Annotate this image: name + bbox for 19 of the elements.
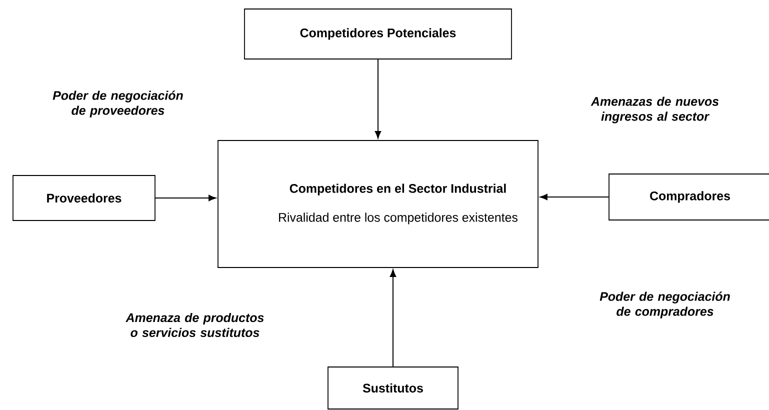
node-label: Compradores [650, 191, 730, 203]
node-label: Rivalidad entre los competidores existentes [279, 212, 518, 224]
arrow [154, 194, 216, 202]
force-label: Poder de negociación de proveedores [52, 90, 183, 118]
arrow [390, 269, 396, 368]
arrow [374, 58, 382, 139]
node-label: Competidores en el Sector Industrial [290, 184, 506, 196]
node-label: Sustitutos [362, 383, 423, 393]
force-box [244, 8, 512, 60]
main-box [218, 140, 538, 268]
force-box [12, 175, 156, 221]
arrow [540, 194, 610, 200]
force-label: Poder de negociación de compradores [600, 292, 730, 318]
node-label: Proveedores [47, 193, 122, 203]
node-label: Competidores Potenciales [300, 28, 456, 40]
force-label: Amenaza de productos o servicios sustitutos [126, 312, 264, 338]
force-box [608, 174, 769, 220]
force-box [328, 366, 458, 410]
force-label: Amenazas de nuevos ingresos al sector [590, 96, 719, 124]
